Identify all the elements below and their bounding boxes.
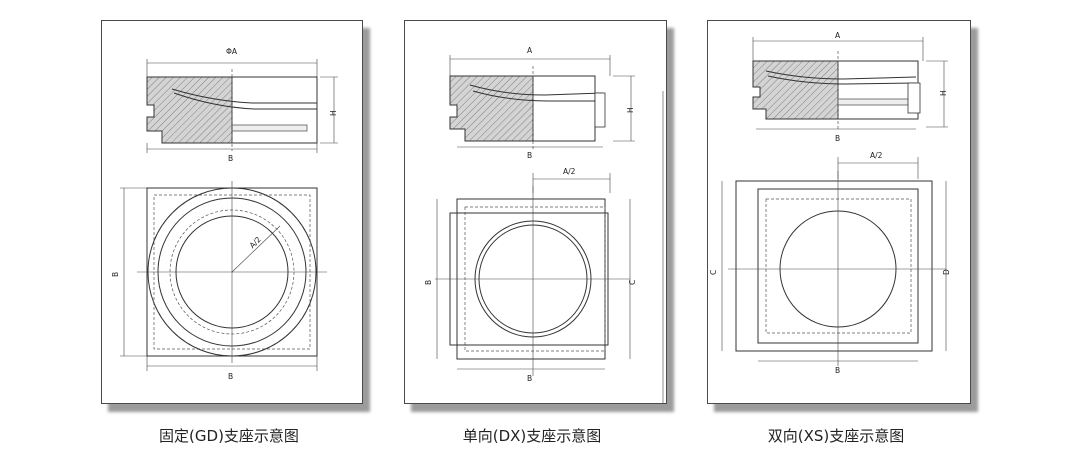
dx-label-b-top: B: [527, 151, 532, 160]
gd-label-a-half: A/2: [248, 235, 263, 250]
xs-plan-view: [728, 171, 946, 366]
dx-label-b-side: B: [424, 280, 433, 285]
dx-drawing: A H B A/2 B C: [424, 46, 664, 403]
dx-label-b-bottom: B: [527, 374, 532, 383]
xs-label-d: D: [942, 269, 951, 275]
dx-label-a-half: A/2: [563, 167, 576, 176]
gd-label-h: H: [329, 110, 338, 116]
dx-caption: 单向(DX)支座示意图: [462, 427, 602, 445]
gd-plan-view: [137, 181, 327, 363]
gd-label-phi-a: ΦA: [226, 47, 238, 56]
xs-label-b-bottom: B: [835, 366, 840, 375]
gd-label-b-top: B: [228, 154, 233, 163]
dx-label-h: H: [626, 107, 635, 113]
xs-caption: 双向(XS)支座示意图: [767, 427, 905, 445]
xs-label-a-half: A/2: [870, 151, 883, 160]
xs-section-view: [752, 51, 921, 129]
gd-label-b-bottom: B: [228, 372, 233, 381]
xs-label-a: A: [835, 31, 841, 40]
gd-drawing: ΦA H B: [111, 47, 338, 381]
dx-label-c: C: [628, 280, 637, 285]
gd-label-b-side: B: [111, 272, 120, 277]
dx-label-a: A: [527, 46, 533, 55]
xs-label-h: H: [939, 90, 948, 96]
gd-diagram-panel: ΦA H B: [101, 20, 363, 404]
xs-drawing: A H B A/2 C D: [709, 31, 951, 375]
dx-plan-view: [435, 186, 630, 376]
dx-diagram-panel: A H B A/2 B C: [404, 20, 667, 404]
xs-diagram-panel: A H B A/2 C D: [707, 20, 971, 404]
dx-section-view: [449, 66, 606, 149]
gd-section-view: [146, 69, 318, 151]
xs-label-b-top: B: [835, 134, 840, 143]
xs-label-c: C: [709, 270, 718, 275]
gd-caption: 固定(GD)支座示意图: [159, 427, 299, 445]
